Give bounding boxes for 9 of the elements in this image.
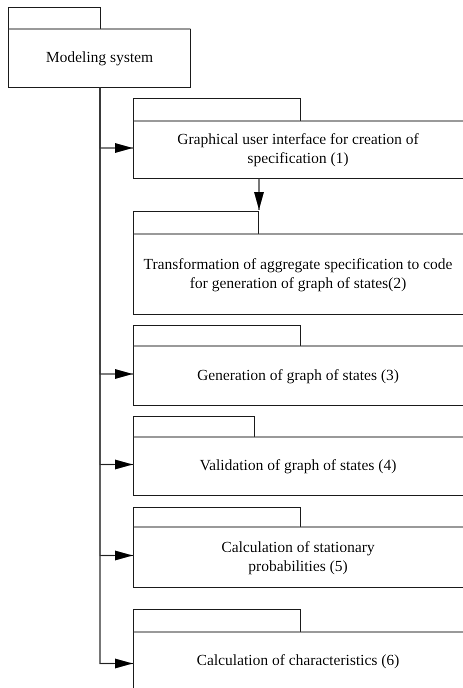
box-label: Graphical user interface for creation of specification (1)	[176, 131, 420, 169]
box-label: Calculation of characteristics (6)	[196, 652, 400, 671]
box-label: Validation of graph of states (4)	[200, 457, 396, 476]
box-label: Modeling system	[46, 49, 154, 68]
box-label: Calculation of stationary probabilities (5)	[220, 538, 376, 576]
box-label: Generation of graph of states (3)	[197, 366, 399, 386]
box-label: Transformation of aggregate specification to code for generation of graph of states(2)	[142, 256, 454, 294]
arrow	[254, 179, 264, 210]
arrow	[99, 88, 133, 668]
